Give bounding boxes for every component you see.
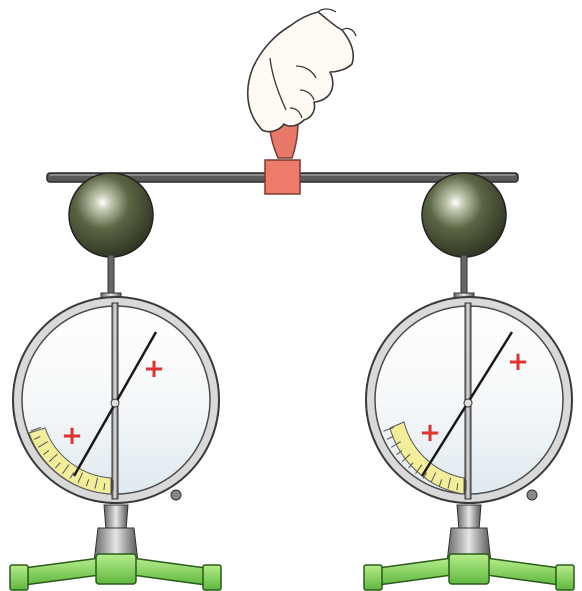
scale-tick xyxy=(438,479,443,487)
scale-tick xyxy=(456,483,459,491)
scale-tick xyxy=(383,426,394,432)
charge-sign: + xyxy=(507,347,529,377)
scale-tick xyxy=(103,483,106,491)
left-sphere xyxy=(68,172,154,258)
scale-tick xyxy=(408,462,414,469)
scale-tick xyxy=(396,450,403,456)
scale-tick xyxy=(38,441,48,448)
right-base xyxy=(363,553,575,591)
scale-tick xyxy=(391,441,401,448)
scale-tick xyxy=(62,464,70,474)
scale-tick xyxy=(48,453,58,463)
right-electroscope: + + xyxy=(363,172,575,591)
scale-tick xyxy=(43,450,50,456)
scale-tick xyxy=(415,464,423,474)
hand-icon xyxy=(246,8,357,133)
left-electroscope: + + xyxy=(9,172,222,591)
scale-tick xyxy=(430,472,437,483)
scale-tick xyxy=(447,477,452,489)
right-sphere xyxy=(421,172,507,258)
scale-tick xyxy=(386,435,394,440)
charge-sign: + xyxy=(419,418,441,448)
scale-tick xyxy=(77,472,84,483)
right-scale xyxy=(389,421,465,495)
charge-sign: + xyxy=(143,354,165,384)
scale-tick xyxy=(33,435,41,440)
left-base xyxy=(9,553,222,591)
scale-ticks xyxy=(30,426,467,491)
scale-tick xyxy=(69,472,75,479)
scale-tick xyxy=(401,453,411,463)
scale-tick xyxy=(94,477,99,489)
scale-tick xyxy=(30,426,41,432)
left-scale xyxy=(28,427,112,495)
charge-sign: + xyxy=(61,421,83,451)
scale-tick xyxy=(422,472,428,479)
scale-tick xyxy=(85,479,90,487)
scale-tick xyxy=(55,462,61,469)
